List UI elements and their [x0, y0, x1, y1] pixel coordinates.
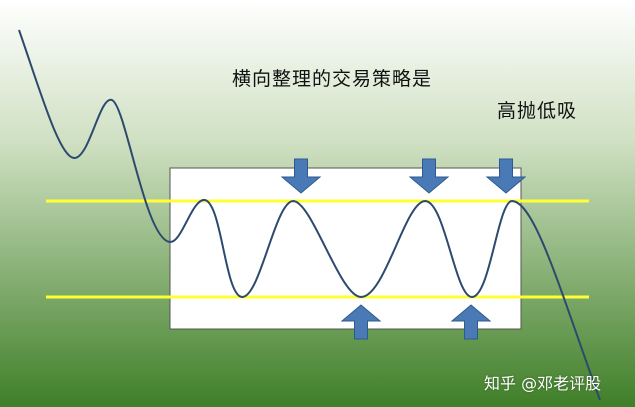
buy-arrows — [340, 304, 492, 340]
down-arrow-icon — [280, 158, 322, 194]
down-arrow-icon — [485, 158, 527, 194]
down-arrow-icon — [408, 158, 450, 194]
consolidation-box — [169, 167, 522, 330]
diagram-subtitle: 高抛低吸 — [497, 100, 578, 122]
price-wave-line — [18, 29, 601, 401]
watermark: 知乎 @邓老评股 — [484, 374, 602, 393]
diagram-title: 横向整理的交易策略是 — [232, 68, 433, 90]
sell-arrows — [280, 158, 527, 194]
up-arrow-icon — [340, 304, 382, 340]
up-arrow-icon — [450, 304, 492, 340]
